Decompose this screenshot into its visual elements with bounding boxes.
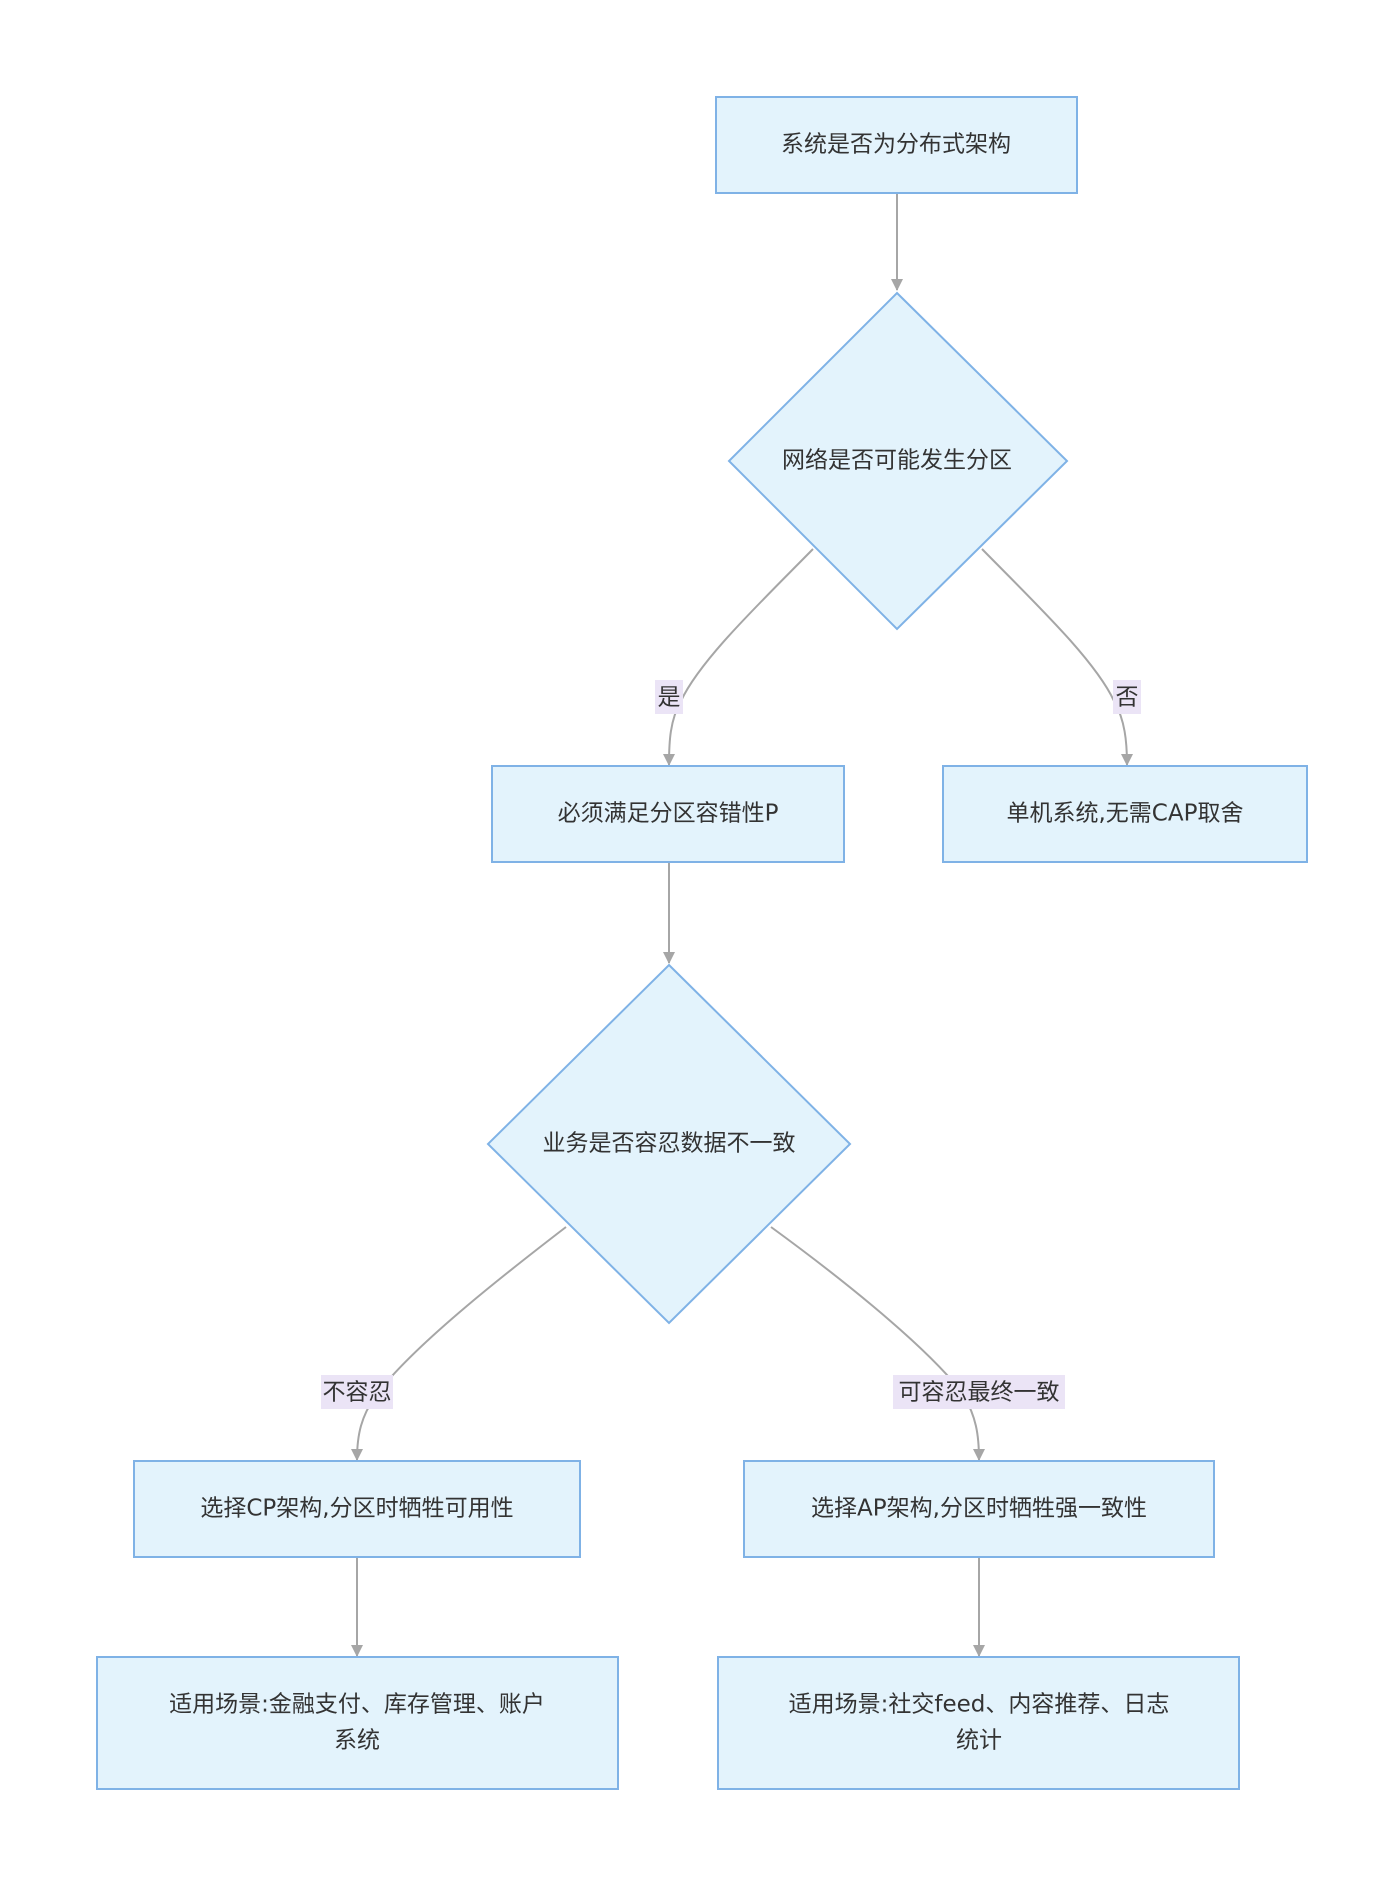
node-is-distributed: 系统是否为分布式架构 [715, 96, 1078, 194]
node-no-cap: 单机系统,无需CAP取舍 [942, 765, 1308, 863]
edge-label-not-tolerate: 不容忍 [321, 1375, 393, 1409]
node-partition-possible: 网络是否可能发生分区 [727, 291, 1069, 631]
edge-label-no-text: 否 [1116, 685, 1139, 711]
node-is-distributed-text: 系统是否为分布式架构 [781, 132, 1011, 158]
node-cp-scenarios: 适用场景:金融支付、库存管理、账户 系统 [96, 1656, 619, 1790]
edge-label-yes: 是 [655, 680, 683, 714]
node-choose-ap-text: 选择AP架构,分区时牺牲强一致性 [811, 1496, 1147, 1522]
node-no-cap-text: 单机系统,无需CAP取舍 [1007, 801, 1244, 827]
edge-label-not-tolerate-text: 不容忍 [323, 1380, 392, 1406]
edge-partition-no [981, 548, 1133, 766]
node-ap-scenarios-line1: 适用场景:社交feed、内容推荐、日志 [789, 1692, 1170, 1718]
node-partition-possible-text: 网络是否可能发生分区 [782, 448, 1012, 474]
edge-label-tolerate-eventual: 可容忍最终一致 [893, 1375, 1065, 1409]
node-must-p: 必须满足分区容错性P [491, 765, 845, 863]
edge-tolerate-eventual [770, 1226, 985, 1461]
edge-label-no: 否 [1113, 680, 1141, 714]
node-choose-cp-text: 选择CP架构,分区时牺牲可用性 [200, 1496, 513, 1522]
node-cp-scenarios-line1: 适用场景:金融支付、库存管理、账户 [169, 1692, 545, 1718]
node-choose-cp: 选择CP架构,分区时牺牲可用性 [133, 1460, 581, 1558]
node-tolerate-inconsistency: 业务是否容忍数据不一致 [486, 963, 852, 1325]
node-ap-scenarios-line2: 统计 [956, 1728, 1002, 1754]
edge-not-tolerate [351, 1226, 567, 1461]
node-cp-scenarios-line2: 系统 [334, 1728, 380, 1754]
node-tolerate-inconsistency-text: 业务是否容忍数据不一致 [543, 1131, 796, 1157]
node-ap-scenarios: 适用场景:社交feed、内容推荐、日志 统计 [717, 1656, 1240, 1790]
edge-label-yes-text: 是 [658, 685, 681, 711]
node-choose-ap: 选择AP架构,分区时牺牲强一致性 [743, 1460, 1215, 1558]
node-must-p-text: 必须满足分区容错性P [558, 801, 779, 827]
edge-partition-yes [663, 548, 814, 766]
edge-label-tolerate-eventual-text: 可容忍最终一致 [899, 1380, 1060, 1406]
